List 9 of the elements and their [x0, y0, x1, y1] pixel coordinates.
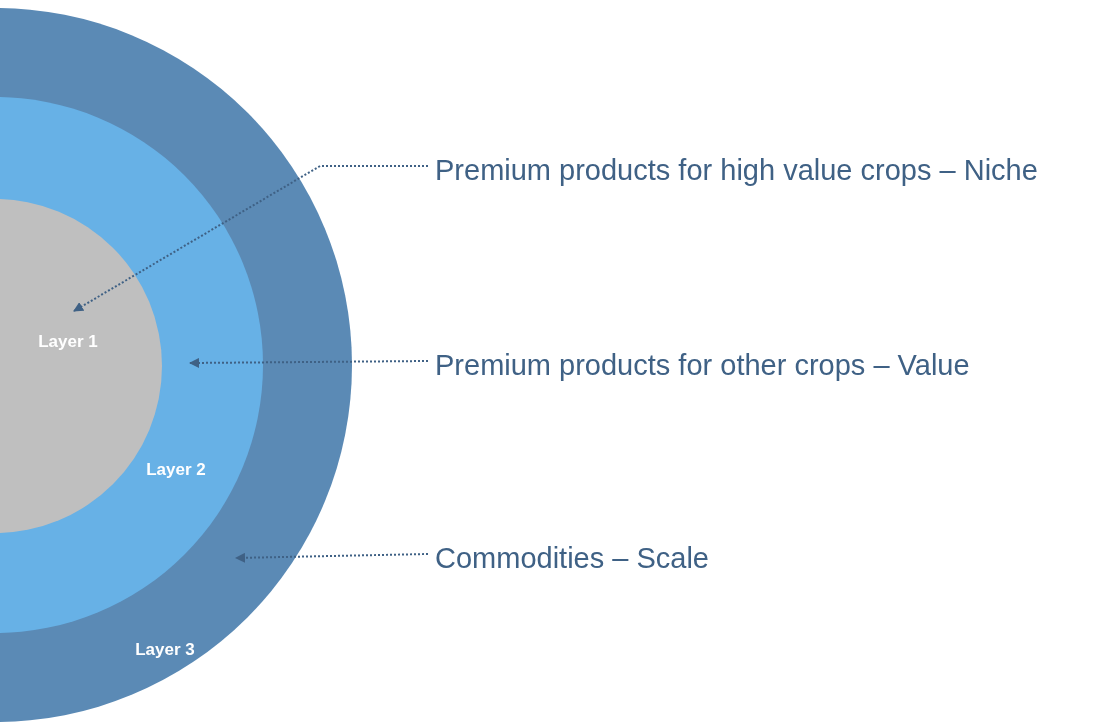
description-text: Premium products for high value crops – Niche	[435, 153, 1038, 187]
leader-arrow	[73, 165, 429, 312]
layer-label: Layer 2	[146, 460, 206, 480]
leader-arrow	[189, 357, 429, 368]
layer-label: Layer 1	[38, 332, 98, 352]
layer-label: Layer 3	[135, 640, 195, 660]
leader-arrow	[235, 552, 429, 563]
description-text: Commodities – Scale	[435, 541, 709, 575]
description-text: Premium products for other crops – Value	[435, 348, 970, 382]
